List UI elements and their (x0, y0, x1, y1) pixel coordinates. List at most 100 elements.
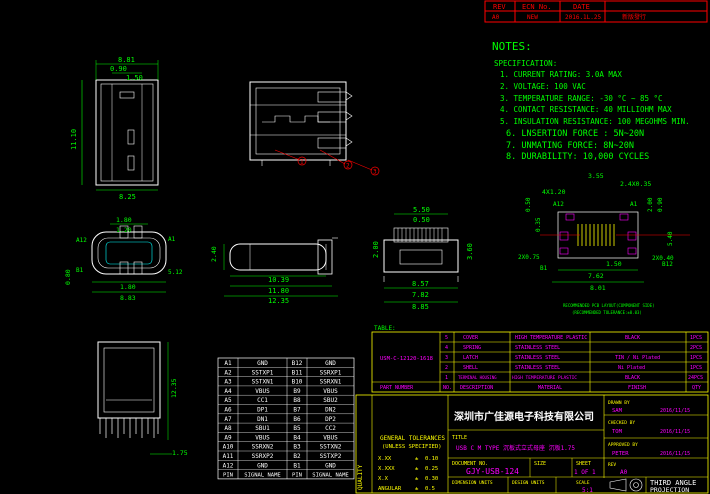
balloon-label: 1 (300, 159, 304, 166)
dim-label: 1.20 (116, 226, 132, 234)
footprint-note: RECOMMENDED PCB LAYOUT(COMPONENT SIDE) (563, 303, 655, 308)
pin-number: B3 (293, 444, 301, 451)
pin-signal: DN2 (325, 407, 336, 414)
drawn-date: 2016/11/15 (660, 408, 690, 414)
bom-cell: SPRING (463, 345, 481, 351)
pin-signal: DN1 (257, 416, 268, 423)
dim-label: 7.82 (412, 291, 429, 299)
bom-cell: TERMINAL HOUSING (458, 375, 497, 380)
rev-desc: 新版發行 (622, 13, 646, 21)
dim-label: 8.01 (590, 284, 606, 292)
pin-number: A3 (224, 379, 232, 386)
size-label: SIZE (534, 461, 546, 467)
bom-cell: TIN / Ni Plated (615, 355, 660, 361)
tolerance-cell: ± (415, 456, 419, 462)
bom-cell: 24PCS (688, 375, 703, 381)
pin-signal: GND (257, 360, 268, 367)
tolerance-cell: 0.10 (425, 456, 438, 462)
dim-label: 1.50 (126, 74, 143, 82)
rev-value: A0 (492, 14, 500, 21)
pin-signal: GND (325, 462, 336, 469)
rev-value: A0 (620, 469, 628, 476)
checked-date: 2016/11/15 (660, 429, 690, 435)
design-units-label: DESIGN UNITS (512, 480, 545, 486)
pin-number: B5 (293, 425, 301, 432)
pin-signal: SBU1 (255, 425, 270, 432)
drawn-by: SAM (612, 408, 623, 414)
dim-label: 3.60 (466, 243, 474, 260)
tolerance-cell: 0.5 (425, 486, 435, 492)
tolerance-cell: ± (415, 476, 419, 482)
title-block: QUALITY GENERAL TOLERANCES (UNLESS SPECI… (355, 394, 709, 494)
dim-label: 2.4X0.35 (620, 180, 651, 188)
dim-label: 5.50 (413, 206, 430, 214)
tolerance-cell: X.X (378, 476, 389, 482)
pin-signal: GND (325, 360, 336, 367)
dim-label: 7.62 (588, 272, 604, 280)
dim-label: 0.50 (525, 197, 532, 212)
dim-label: 2.00 (647, 197, 654, 212)
approved-by: PETER (612, 451, 629, 457)
front-view: 1.80 1.20 A12 A1 B1 0.80 5.12 1.80 8.83 (64, 216, 183, 302)
pin-number: A12 (223, 462, 234, 469)
bom-cell: BLACK (625, 375, 640, 381)
notes-block: NOTES: SPECIFICATION: 1. CURRENT RATING:… (492, 40, 690, 162)
pin-number: A7 (224, 416, 232, 423)
long-view: 2.40 10.39 11.80 12.35 (210, 237, 338, 305)
dim-label: 8.81 (118, 56, 135, 64)
pin-number: B2 (293, 453, 301, 460)
pin-label-a1: A1 (168, 236, 176, 243)
bom-cell: 1 (445, 375, 448, 381)
bom-header: PART NUMBER (380, 385, 414, 391)
bom-table: TABLE: USM-C-12120-1618 5 COVER HIGH TEM… (371, 325, 709, 393)
note-item: 8. DURABILITY: 10,000 CYCLES (506, 152, 649, 162)
pin-number: B1 (293, 462, 301, 469)
note-item: 2. VOLTAGE: 100 VAC (500, 82, 586, 91)
bom-header: NO. (443, 385, 452, 391)
tolerance-cell: ± (415, 466, 419, 472)
note-item: 3. TEMPERATURE RANGE: -30 °C ~ 85 °C (500, 94, 663, 103)
bom-cell: Ni Plated (618, 365, 645, 371)
scale-value: 5:1 (582, 487, 593, 494)
tolerance-cell: 0.30 (425, 476, 438, 482)
dim-label: 0.35 (535, 217, 542, 232)
checked-by: TOM (612, 429, 623, 435)
pin-table-header: SIGNAL NAME (312, 473, 348, 479)
pin-number: A10 (223, 444, 234, 451)
doc-label: DOCUMENT NO. (452, 461, 488, 467)
pin-signal: DP1 (257, 407, 268, 414)
note-item: 4. CONTACT RESISTANCE: 40 MILLIOHM MAX (500, 105, 672, 114)
pin-number: B7 (293, 407, 301, 414)
bom-cell: 2PCS (690, 345, 702, 351)
top-view: 8.81 0.90 1.50 11.10 8.25 (70, 56, 159, 201)
notes-subtitle: SPECIFICATION: (494, 59, 557, 68)
rev-header-ecn: ECN No. (522, 3, 552, 11)
pin-label-b12: B12 (662, 261, 673, 268)
bom-cell: 4 (445, 345, 448, 351)
projection-label: PROJECTION (650, 486, 689, 494)
dim-label: 8.85 (412, 303, 429, 311)
pin-number: B8 (293, 397, 301, 404)
tolerance-cell: X.XX (378, 456, 392, 462)
scale-label: SCALE (576, 480, 590, 486)
pin-label-a12: A12 (553, 201, 564, 208)
pin-signal: GND (257, 462, 268, 469)
dim-label: 3.55 (588, 172, 604, 180)
dim-label: 0.50 (413, 216, 430, 224)
rev-header-rev: REV (493, 3, 506, 11)
pin-signal: SSRXP2 (252, 453, 274, 460)
third-angle-symbol-icon (609, 478, 643, 492)
dim-label: 1.80 (116, 216, 132, 224)
note-item: 6. LNSERTION FORCE : 5N~20N (506, 129, 644, 139)
note-item: 5. INSULATION RESISTANCE: 100 MEGOHMS MI… (500, 117, 690, 126)
dim-label: 11.10 (70, 129, 78, 150)
footprint-note: (RECOMMENDED TOLERANCE:±0.03) (572, 310, 642, 315)
pin-number: A4 (224, 388, 232, 395)
dim-label: 8.83 (120, 294, 136, 302)
pin-label-a1: A1 (630, 201, 638, 208)
bom-cell: HIGH TEMPERATURE PLASTIC (515, 335, 587, 341)
pin-number: A8 (224, 425, 232, 432)
dim-label: 8.57 (412, 280, 429, 288)
doc-number: GJY-USB-124 (466, 467, 519, 476)
pin-label-a12: A12 (76, 237, 87, 244)
